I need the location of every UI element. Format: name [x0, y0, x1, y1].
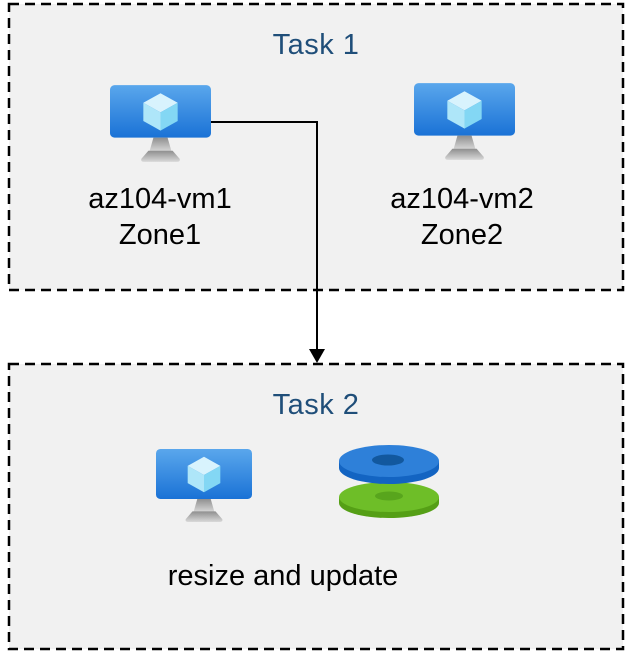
vm2-name: az104-vm2	[390, 183, 534, 215]
disks-icon	[339, 445, 439, 518]
vm1-zone: Zone1	[118, 219, 202, 251]
arrow-head	[309, 349, 325, 363]
vm2-zone: Zone2	[420, 219, 504, 251]
virtual-machine-icon	[110, 85, 211, 162]
vm1-label: az104-vm1 Zone1	[55, 181, 265, 253]
virtual-machine-icon	[156, 449, 252, 522]
virtual-machine-icon	[414, 83, 515, 160]
arrow-connector-line	[211, 121, 318, 350]
vm1-name: az104-vm1	[88, 183, 232, 215]
task2-box	[7, 362, 625, 651]
task2-title: Task 2	[272, 389, 360, 421]
vm2-label: az104-vm2 Zone2	[357, 181, 567, 253]
task2-caption: resize and update	[167, 560, 399, 592]
task1-title: Task 1	[272, 29, 360, 61]
